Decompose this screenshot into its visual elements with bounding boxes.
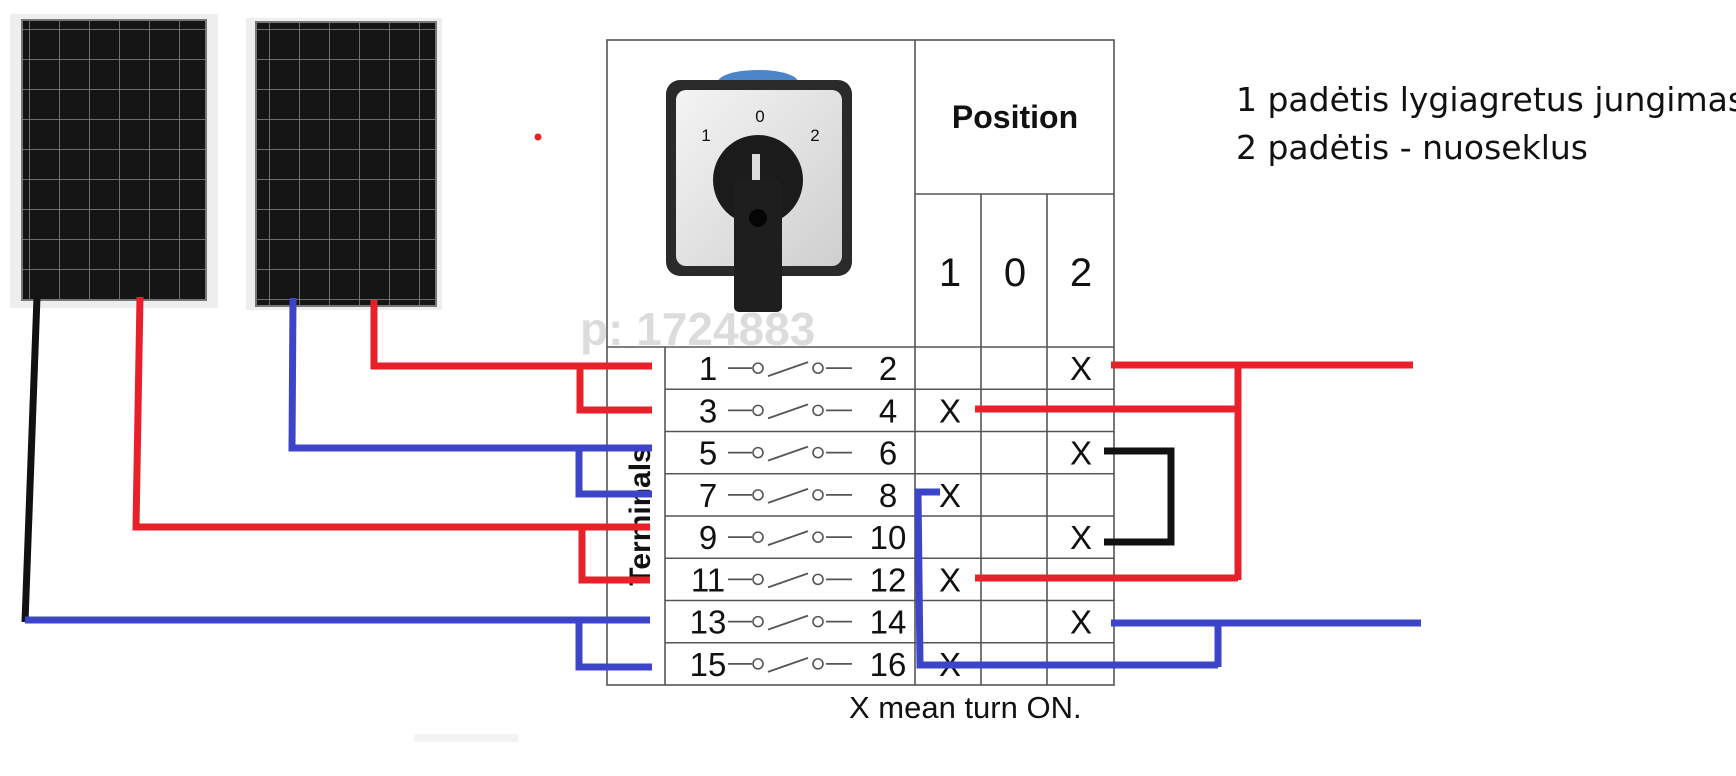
dial-label-1: 1 — [701, 126, 710, 145]
terminal-right-number: 16 — [870, 646, 907, 683]
position-col-0: 0 — [1004, 251, 1026, 295]
table-row: 7 8 X — [699, 477, 961, 514]
position-header: Position — [952, 99, 1078, 135]
table-row: 9 10 X — [699, 519, 1092, 556]
terminal-left-number: 5 — [699, 435, 717, 472]
rotary-switch: 1 0 2 — [666, 70, 852, 312]
switch-contact-symbol — [728, 530, 852, 546]
dial-label-2: 2 — [810, 126, 819, 145]
wire-blue-13-15 — [575, 620, 652, 671]
switch-contact-symbol — [728, 614, 852, 631]
on-mark: X — [1070, 604, 1092, 641]
terminal-right-number: 12 — [870, 561, 907, 598]
contact-point — [752, 531, 764, 543]
dial-label-0: 0 — [755, 107, 764, 126]
table-row: 11 12 X — [691, 561, 961, 598]
contact-point — [812, 615, 824, 628]
wire-blue-8-16 — [914, 488, 1218, 669]
terminal-right-number: 6 — [879, 435, 897, 472]
on-mark: X — [939, 392, 961, 429]
note-parallel: 1 padėtis lygiagretus jungimas — [1236, 80, 1736, 119]
switch-contact-symbol — [728, 403, 852, 420]
contact-point — [752, 489, 764, 501]
switch-contact-symbol — [728, 488, 852, 504]
contact-point — [752, 658, 764, 670]
terminals-label: Terminals — [624, 446, 657, 586]
on-mark: X — [939, 477, 961, 514]
on-mark: X — [939, 561, 961, 598]
contact-point — [752, 404, 764, 417]
terminal-right-number: 4 — [879, 392, 897, 429]
terminal-left-number: 15 — [690, 646, 727, 683]
wire-red-panel2-pos — [370, 300, 652, 370]
terminal-left-number: 3 — [699, 392, 717, 429]
contact-point — [812, 446, 824, 459]
knob-mark — [752, 154, 760, 180]
terminal-right-number: 8 — [879, 477, 897, 514]
position-col-2: 2 — [1070, 251, 1092, 295]
wire-blue-panel2-neg — [288, 297, 652, 452]
on-mark: X — [1070, 435, 1092, 472]
terminal-right-number: 14 — [870, 604, 907, 641]
terminal-left-number: 9 — [699, 519, 717, 556]
contact-point — [812, 404, 824, 417]
legend-text: X mean turn ON. — [849, 690, 1082, 725]
wire-black-jumper-6-10 — [1104, 447, 1175, 546]
terminal-left-number: 11 — [691, 561, 725, 598]
terminal-right-number: 2 — [879, 350, 897, 387]
switch-contact-symbol — [728, 445, 852, 462]
switch-contact-symbol — [728, 572, 852, 589]
contact-point — [752, 362, 764, 374]
red-dot — [534, 133, 542, 141]
contact-point — [812, 658, 824, 670]
contact-point — [812, 489, 824, 501]
switch-contact-symbol — [728, 657, 852, 673]
watermark: p: 1724883 — [580, 303, 815, 355]
terminal-left-number: 13 — [690, 604, 727, 641]
smudge — [414, 734, 518, 742]
note-series: 2 padėtis - nuoseklus — [1236, 128, 1588, 167]
contact-point — [752, 615, 764, 628]
terminal-left-number: 1 — [699, 350, 717, 387]
terminal-left-number: 7 — [699, 477, 717, 514]
wire-red-panel1-pos — [132, 296, 650, 531]
contact-point — [812, 362, 824, 374]
position-col-1: 1 — [939, 251, 961, 295]
solar-panel-left — [10, 14, 218, 308]
wire-red-1-3 — [576, 366, 652, 414]
wire-red-9-11 — [578, 527, 650, 584]
solar-panel-right — [246, 18, 442, 310]
wire-blue-5-7 — [575, 448, 652, 498]
on-mark: X — [1070, 350, 1092, 387]
table-row: 5 6 X — [699, 435, 1092, 472]
terminal-right-number: 10 — [870, 519, 907, 556]
table-row: 13 14 X — [690, 604, 1092, 641]
contact-point — [812, 573, 824, 586]
contact-point — [752, 573, 764, 586]
contact-point — [752, 446, 764, 459]
on-mark: X — [1070, 519, 1092, 556]
contact-point — [812, 531, 824, 543]
wire-black-panel1-neg — [21, 296, 41, 623]
table-row: 3 4 X — [699, 392, 961, 429]
switch-contact-symbol — [728, 361, 852, 377]
table-row: 1 2 X — [699, 350, 1092, 387]
